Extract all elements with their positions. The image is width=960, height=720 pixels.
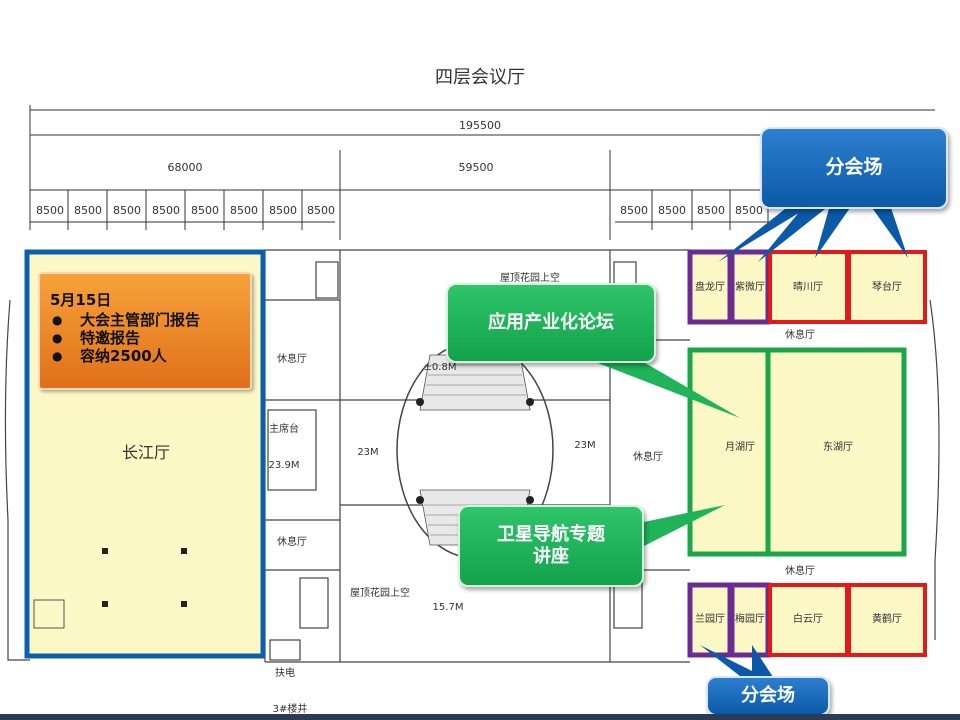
dim-bay: 8500 [74,204,102,217]
dim-bay: 8500 [307,204,335,217]
dim-bay: 8500 [735,204,763,217]
pointer-top-3 [815,205,852,258]
bottom-sub-venues: 兰园厅 梅园厅 白云厅 黄鹤厅 [687,582,927,658]
height-label-3: 15.7M [433,602,464,613]
dim-bay: 8500 [191,204,219,217]
lanyuan-room-label: 兰园厅 [695,612,725,625]
roof-garden-label-1: 屋顶花园上空 [500,271,560,284]
lounge-label-4: 休息厅 [785,328,815,341]
bottom-sub-venue-callout: 分会场 [706,676,830,716]
application-forum-text: 应用产业化论坛 [488,311,614,333]
satellite-lecture-text-2: 讲座 [533,546,569,567]
info-date: 5月15日 [50,291,112,309]
baiyun-room-label: 白云厅 [793,612,823,625]
info-list: 大会主管部门报告 特邀报告 容纳2500人 [50,311,240,365]
qingchuan-room-label: 晴川厅 [793,280,823,293]
main-hall-info-box: 5月15日 大会主管部门报告 特邀报告 容纳2500人 [38,272,252,390]
pointer-top-2 [758,205,830,262]
huanghe-room-label: 黄鹤厅 [872,612,902,625]
roof-garden-label-2: 屋顶花园上空 [350,586,410,599]
yuehu-room-label: 月湖厅 [725,441,755,453]
top-sub-venue-text: 分会场 [825,156,883,179]
info-item: 容纳2500人 [50,347,240,365]
dim-section-middle: 59500 [459,161,494,174]
height-label-2: 23M [574,440,595,451]
top-sub-venue-callout: 分会场 [760,127,948,209]
lounge-label-5: 休息厅 [785,564,815,577]
dim-bay: 8500 [152,204,180,217]
dim-bay: 8500 [269,204,297,217]
pointer-top-1 [718,205,812,262]
info-item: 特邀报告 [50,329,240,347]
dim-bay: 8500 [697,204,725,217]
elevator-label: 扶电 [275,666,295,679]
panlong-room-label: 盘龙厅 [695,280,725,293]
dim-bay: 8500 [36,204,64,217]
lounge-label-2: 休息厅 [277,535,307,548]
satellite-lecture-callout: 卫星导航专题 讲座 [458,505,644,587]
elevation-label: ±0.8M [424,362,457,373]
donghu-room-label: 东湖厅 [823,440,853,453]
qintai-room-label: 琴台厅 [872,280,902,293]
slide-bottom-bar [0,714,960,720]
application-forum-callout: 应用产业化论坛 [446,283,656,363]
chairman-stage-height: 23.9M [269,460,300,471]
pointer-bottom-2 [752,645,775,680]
info-item: 大会主管部门报告 [50,311,240,329]
dim-bay: 8500 [658,204,686,217]
ziwei-room-label: 紫微厅 [735,280,765,293]
dim-bays-right: 8500 8500 8500 8500 [620,204,763,217]
stairs-label: 3#楼井 [273,702,308,715]
changjiang-label: 长江厅 [122,443,170,462]
lounge-label-3: 休息厅 [633,450,663,463]
pointer-forum [590,360,740,418]
bottom-sub-venue-text: 分会场 [741,684,795,706]
pointer-top-4 [870,205,908,258]
dim-bays-left: 8500 8500 8500 8500 8500 8500 8500 8500 [36,204,335,217]
dim-section-left: 68000 [168,161,203,174]
dim-total: 195500 [459,119,501,132]
height-label-1: 23M [357,447,378,458]
satellite-lecture-text-1: 卫星导航专题 [497,523,605,545]
callout-pointers [590,205,908,680]
floor-title: 四层会议厅 [435,67,525,88]
dim-bay: 8500 [113,204,141,217]
top-sub-venues: 盘龙厅 紫微厅 晴川厅 琴台厅 [687,249,927,325]
dim-bay: 8500 [620,204,648,217]
dim-bay: 8500 [230,204,258,217]
chairman-stage-label: 主席台 [269,422,299,435]
meiyuan-room-label: 梅园厅 [735,612,765,625]
forum-rooms: 月湖厅 东湖厅 [687,347,907,557]
lounge-label-1: 休息厅 [277,352,307,365]
